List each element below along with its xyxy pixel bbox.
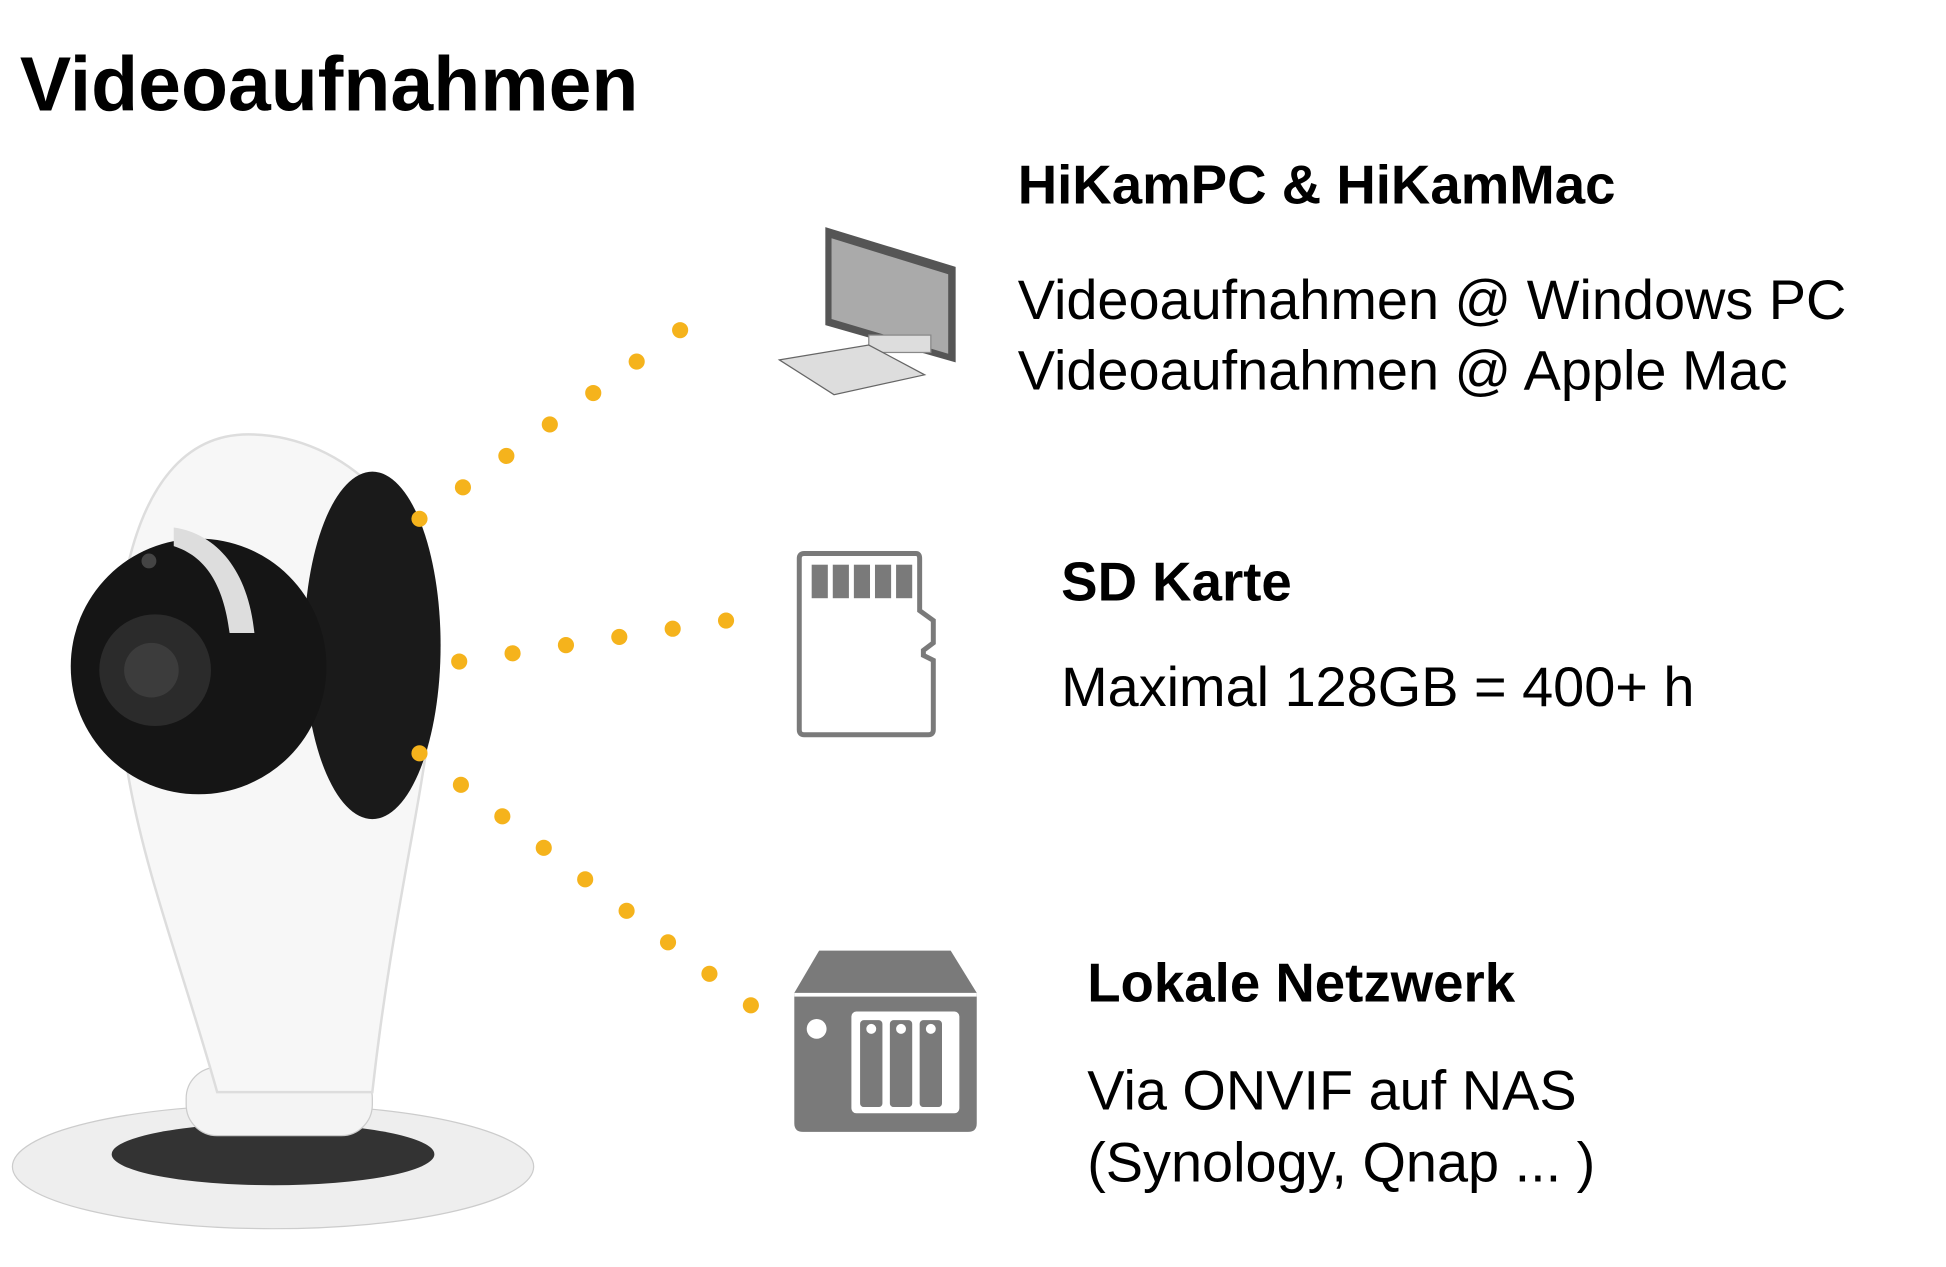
connection-dot	[664, 620, 681, 637]
connection-dot	[618, 902, 635, 919]
connection-dot	[717, 612, 735, 629]
connection-dot	[535, 839, 552, 856]
camera-image	[11, 433, 535, 1230]
connection-dot	[498, 447, 515, 464]
section-line: (Synology, Qnap ... )	[1087, 1130, 1596, 1194]
connection-dot	[411, 745, 428, 762]
section-line: Via ONVIF auf NAS	[1087, 1058, 1577, 1122]
section-heading-nas: Lokale Netzwerk	[1087, 953, 1516, 1014]
connection-dot	[411, 510, 428, 527]
connection-dot	[659, 934, 677, 951]
nas-icon	[794, 950, 977, 1132]
connection-dot	[701, 965, 718, 982]
connection-dot	[451, 653, 468, 670]
section-line: Videoaufnahmen @ Windows PC	[1017, 268, 1847, 332]
connection-dot	[577, 871, 594, 888]
section-line: Videoaufnahmen @ Apple Mac	[1017, 338, 1788, 403]
sd-card-icon	[796, 551, 936, 738]
page-title: Videoaufnahmen	[19, 42, 639, 128]
connection-dot	[494, 808, 511, 825]
connection-dot	[742, 997, 759, 1014]
connection-dot	[454, 479, 471, 496]
connection-dot	[611, 628, 628, 645]
section-heading-pc: HiKamPC & HiKamMac	[1017, 155, 1616, 216]
desktop-computer-icon	[777, 227, 956, 396]
connection-dot	[541, 416, 558, 433]
connection-dot	[504, 645, 521, 662]
connection-dot	[557, 637, 575, 654]
connection-dot	[628, 353, 645, 370]
connection-dot	[452, 776, 469, 793]
section-heading-sd: SD Karte	[1061, 552, 1292, 614]
connection-dot	[672, 322, 689, 339]
connection-dots	[411, 322, 759, 1014]
connection-dot	[585, 384, 602, 402]
section-line: Maximal 128GB = 400+ h	[1061, 655, 1695, 719]
